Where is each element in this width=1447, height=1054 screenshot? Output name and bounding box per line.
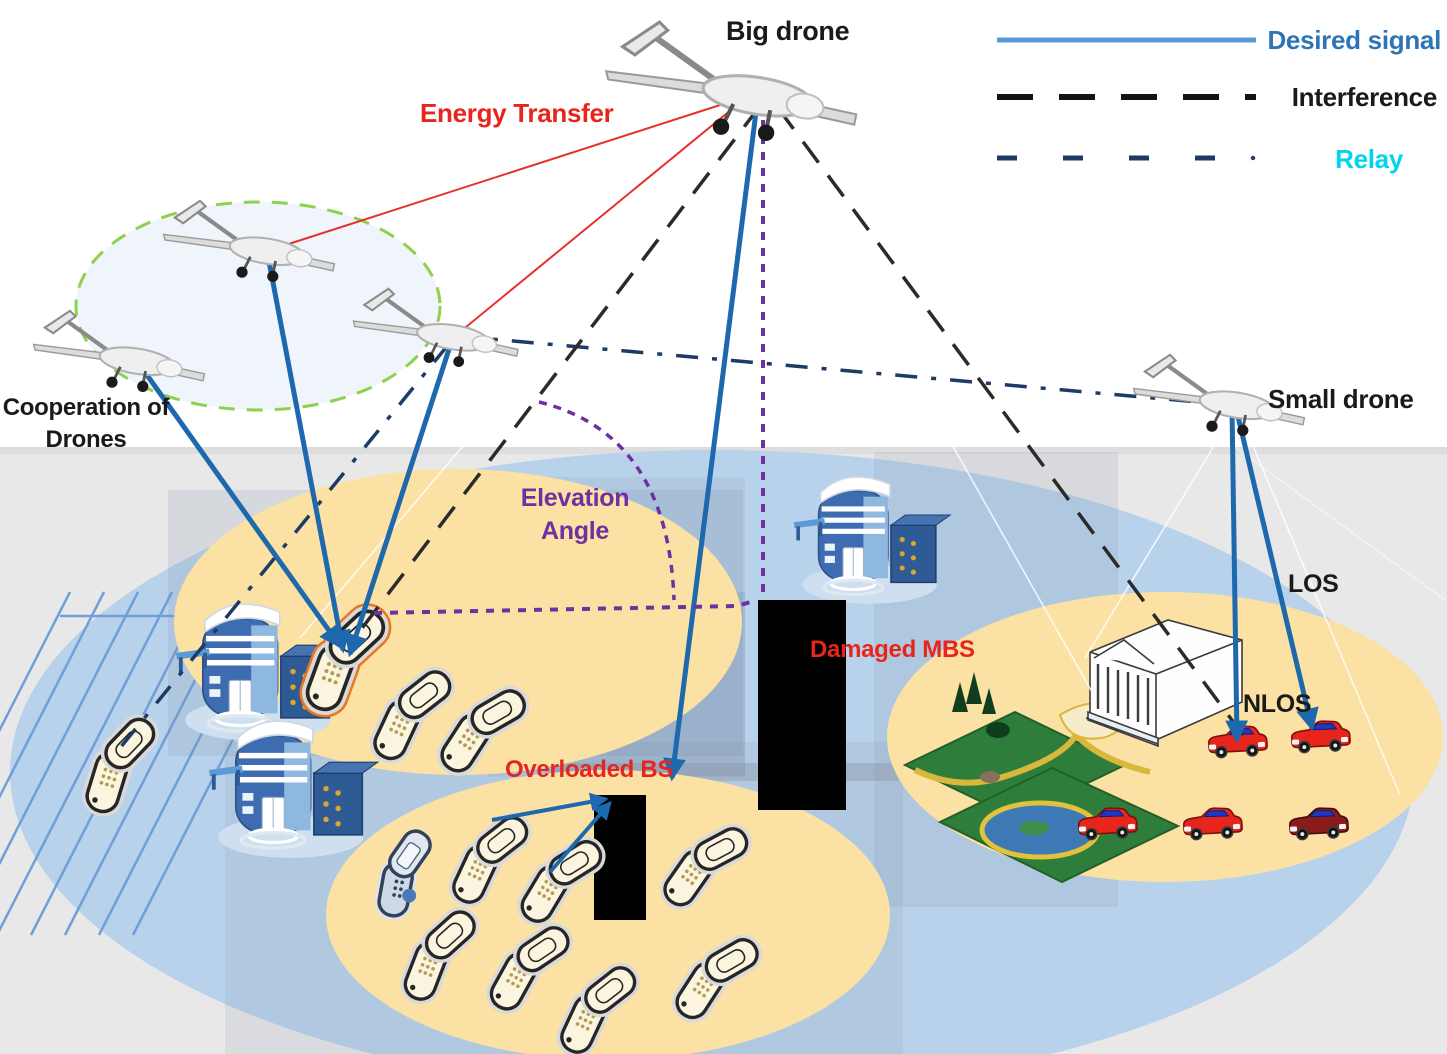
small-drone-label: Small drone	[1268, 384, 1414, 414]
energy-transfer-label: Energy Transfer	[420, 98, 614, 128]
damaged-mbs-label: Damaged MBS	[810, 636, 975, 663]
damaged-mbs-block	[758, 600, 846, 810]
energy-transfer-links	[269, 95, 749, 337]
elevation-angle-label: Elevation Angle	[500, 482, 650, 547]
drone-cluster-ring	[74, 200, 442, 412]
los-label: LOS	[1288, 570, 1339, 598]
big-drone-label: Big drone	[726, 16, 850, 46]
legend-interference-label: Interference	[1291, 82, 1438, 112]
relay-links	[118, 334, 1199, 750]
elevation-angle-annotation	[373, 104, 765, 615]
overloaded-bs-label: Overloaded BS	[505, 756, 674, 783]
elevation-angle-arc	[538, 400, 676, 601]
legend-line-samples	[997, 37, 1256, 161]
cooperation-label-line1: Cooperation of	[2, 394, 170, 421]
cooperation-of-drones-label: Cooperation of Drones	[0, 392, 172, 457]
interference-links	[354, 104, 1245, 737]
elevation-label-line1: Elevation	[520, 484, 630, 512]
cooperation-label-line2: Drones	[45, 426, 127, 454]
legend-relay-label: Relay	[1335, 144, 1403, 174]
desired-signal-links	[134, 103, 1319, 874]
beam-edges	[299, 99, 1446, 796]
nlos-label: NLOS	[1243, 690, 1312, 718]
park	[902, 672, 1181, 884]
legend-desired-signal-label: Desired signal	[1267, 25, 1441, 55]
elevation-label-line2: Angle	[541, 516, 609, 545]
